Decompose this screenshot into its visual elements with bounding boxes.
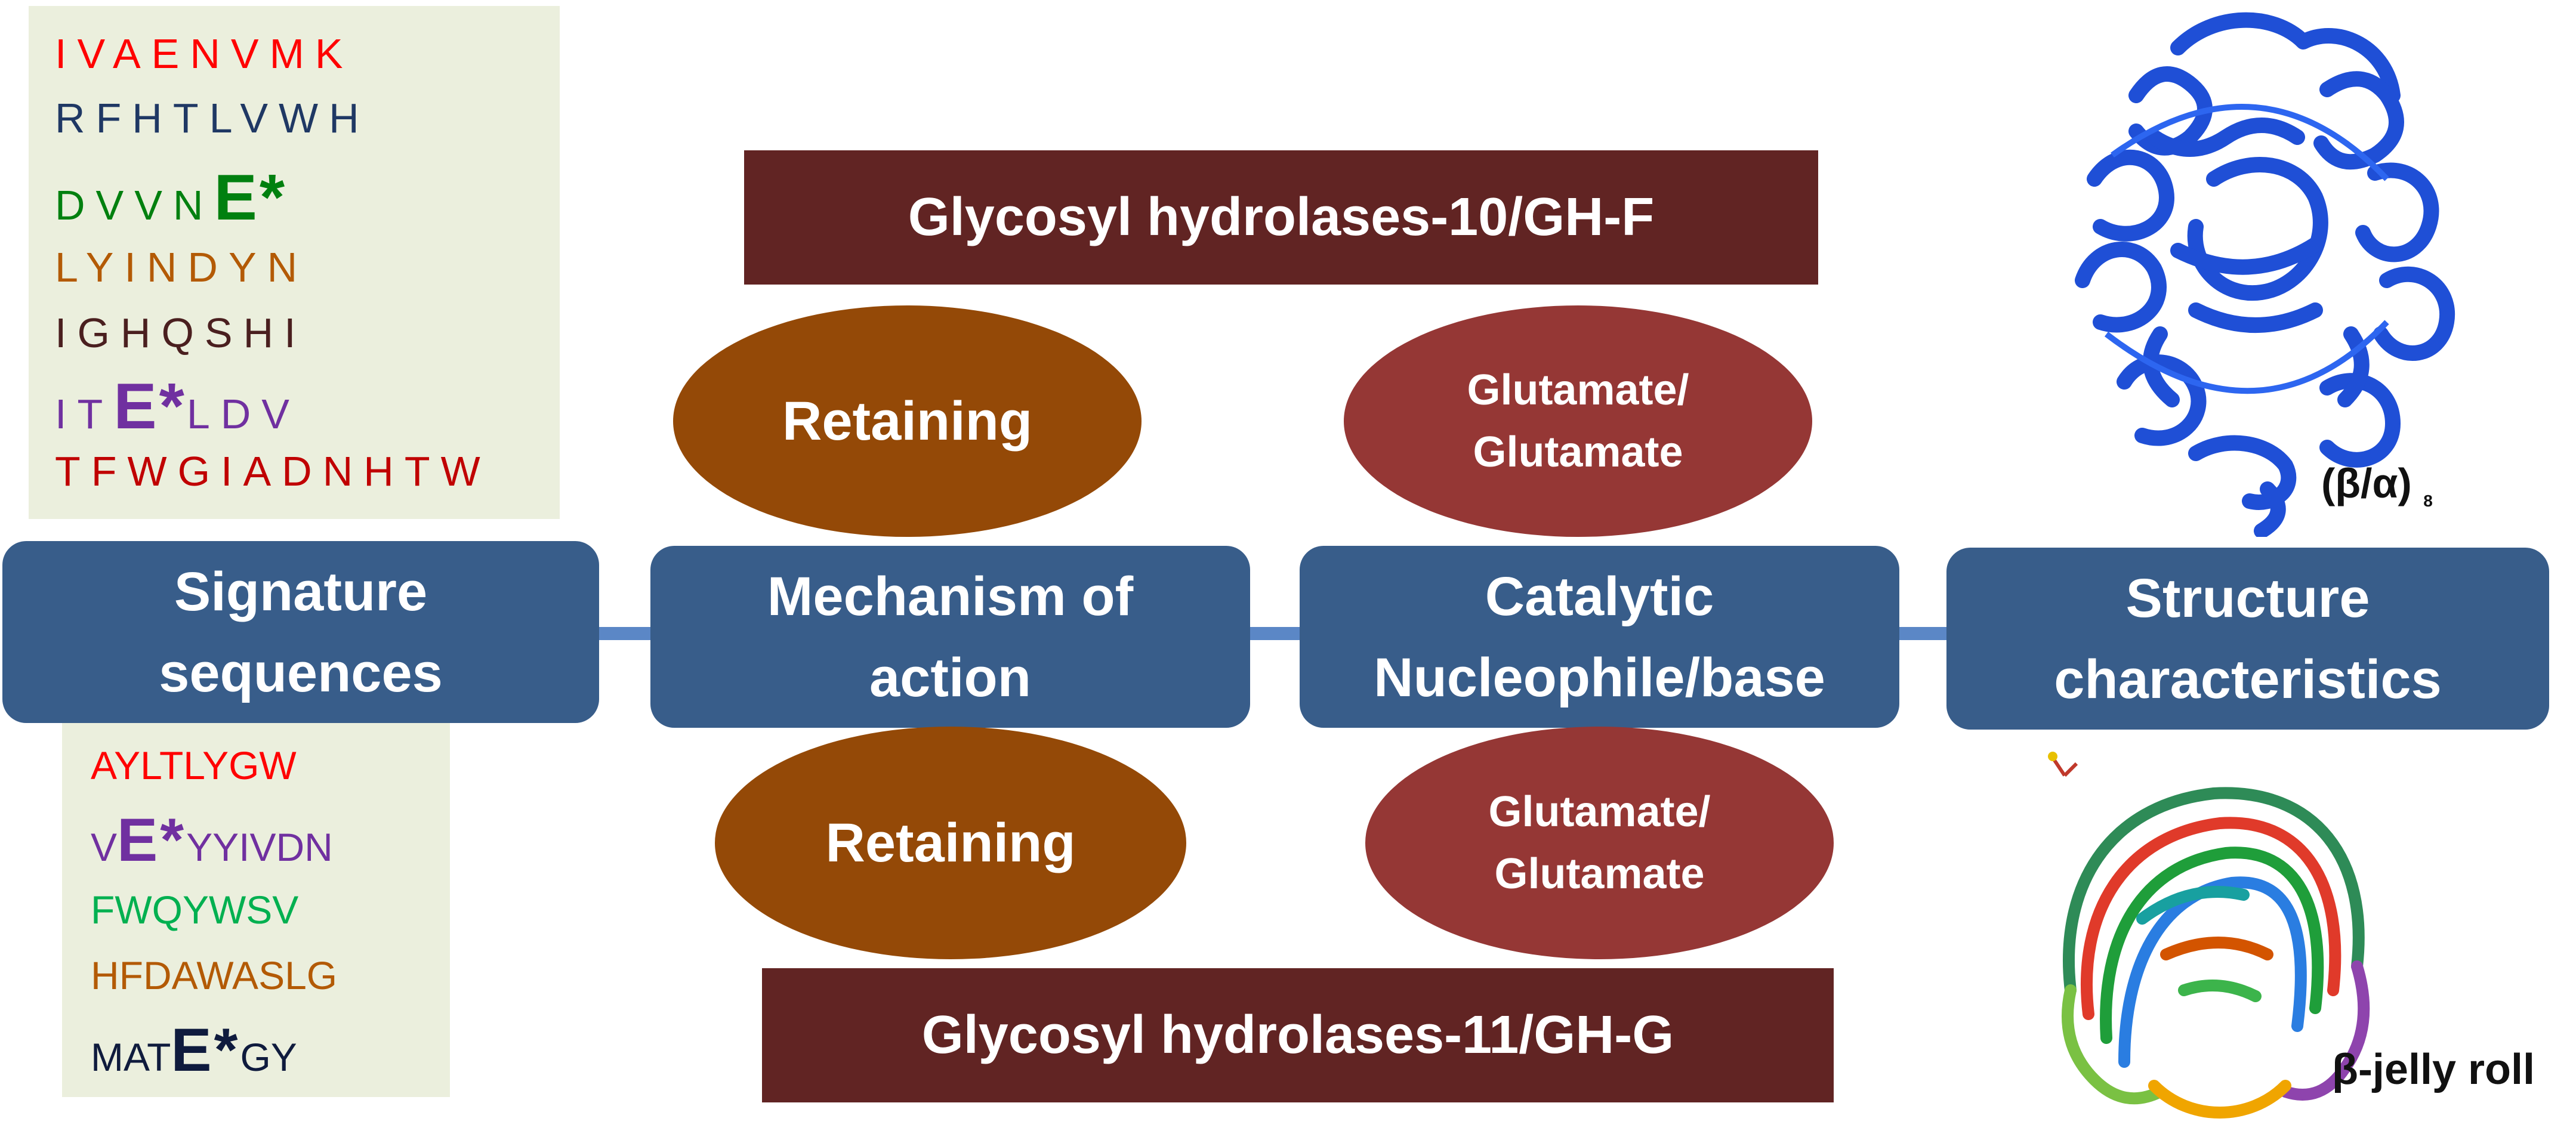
sequence-line: FWQYWSV bbox=[91, 887, 298, 932]
sequence-text: GY bbox=[240, 1035, 297, 1079]
structure-label-text: β-jelly roll bbox=[2332, 1046, 2535, 1093]
nucleophile-ellipse-top: Glutamate/ Glutamate bbox=[1344, 305, 1812, 537]
sequence-line: ITE*LDV bbox=[55, 369, 300, 443]
sequence-line: DVVNE* bbox=[55, 160, 287, 234]
signature-sequences-top-panel: IVAENVMK RFHTLVWH DVVNE* LYINDYN IGHQSHI… bbox=[29, 6, 560, 519]
category-mechanism-of-action: Mechanism of action bbox=[650, 546, 1250, 728]
nucleophile-label-line1: Glutamate/ bbox=[1467, 366, 1689, 414]
sequence-text: DVVN bbox=[55, 182, 214, 228]
sequence-line: RFHTLVWH bbox=[55, 94, 370, 142]
category-label-line1: Signature bbox=[174, 561, 428, 622]
sequence-text: IT bbox=[55, 391, 114, 437]
sequence-line: VE*YYIVDN bbox=[91, 805, 333, 875]
catalytic-glutamate-mark: E* bbox=[214, 161, 288, 233]
banner-gh10: Glycosyl hydrolases-10/GH-F bbox=[744, 150, 1818, 285]
structure-label-subscript: 8 bbox=[2423, 492, 2433, 510]
category-label-line2: action bbox=[869, 647, 1031, 708]
structure-label-tim-barrel: (β/α) 8 bbox=[2321, 459, 2433, 511]
banner-gh10-label: Glycosyl hydrolases-10/GH-F bbox=[908, 187, 1655, 247]
category-signature-sequences: Signature sequences bbox=[2, 541, 599, 723]
signature-sequences-bottom-panel: AYLTLYGW VE*YYIVDN FWQYWSV HFDAWASLG MAT… bbox=[62, 720, 450, 1097]
mechanism-ellipse-bottom: Retaining bbox=[715, 727, 1186, 959]
category-label-line2: sequences bbox=[159, 642, 443, 703]
catalytic-glutamate-mark: E* bbox=[171, 1015, 240, 1084]
sequence-text: YYIVDN bbox=[186, 825, 333, 869]
sequence-text: RFHTLVWH bbox=[55, 95, 370, 141]
jelly-roll-structure-image bbox=[2048, 752, 2370, 1119]
mechanism-ellipse-top: Retaining bbox=[673, 305, 1142, 537]
banner-gh11: Glycosyl hydrolases-11/GH-G bbox=[762, 968, 1834, 1102]
sequence-text: MAT bbox=[91, 1035, 171, 1079]
mechanism-label: Retaining bbox=[825, 812, 1076, 873]
sequence-line: HFDAWASLG bbox=[91, 953, 337, 998]
nucleophile-label-line1: Glutamate/ bbox=[1488, 788, 1711, 836]
tim-barrel-structure-image bbox=[2075, 12, 2455, 537]
banner-gh11-label: Glycosyl hydrolases-11/GH-G bbox=[921, 1005, 1674, 1065]
sequence-text: LDV bbox=[186, 391, 300, 437]
sequence-text: FWQYWSV bbox=[91, 888, 299, 932]
sequence-line: MATE*GY bbox=[91, 1015, 297, 1085]
sequence-text: HFDAWASLG bbox=[91, 953, 338, 997]
category-label-line2: Nucleophile/base bbox=[1374, 647, 1825, 708]
nucleophile-label-line2: Glutamate bbox=[1473, 428, 1683, 476]
sequence-line: IVAENVMK bbox=[55, 30, 354, 78]
sequence-text: TFWGIADNHTW bbox=[55, 448, 491, 495]
category-label-line1: Mechanism of bbox=[767, 566, 1134, 627]
structure-label-jelly-roll: β-jelly roll bbox=[2332, 1045, 2535, 1094]
category-label-line2: characteristics bbox=[2054, 648, 2442, 710]
nucleophile-ellipse-bottom: Glutamate/ Glutamate bbox=[1365, 727, 1834, 959]
catalytic-glutamate-mark: E* bbox=[113, 370, 187, 442]
category-label-line1: Catalytic bbox=[1485, 566, 1714, 627]
sequence-text: V bbox=[91, 825, 118, 869]
mechanism-label: Retaining bbox=[782, 390, 1033, 452]
nucleophile-label-line2: Glutamate bbox=[1494, 850, 1705, 898]
sequence-line: IGHQSHI bbox=[55, 309, 307, 357]
sequence-line: LYINDYN bbox=[55, 243, 308, 291]
sequence-line: AYLTLYGW bbox=[91, 743, 297, 788]
category-label-line1: Structure bbox=[2125, 567, 2370, 629]
catalytic-glutamate-mark: E* bbox=[117, 805, 187, 874]
category-structure-characteristics: Structure characteristics bbox=[1946, 548, 2549, 730]
sequence-text: AYLTLYGW bbox=[91, 743, 297, 787]
structure-label-text: (β/α) bbox=[2321, 460, 2412, 506]
sequence-text: IVAENVMK bbox=[55, 30, 354, 77]
sequence-text: IGHQSHI bbox=[55, 310, 307, 356]
sequence-line: TFWGIADNHTW bbox=[55, 447, 491, 495]
sequence-text: LYINDYN bbox=[55, 244, 308, 291]
category-catalytic-nucleophile: Catalytic Nucleophile/base bbox=[1300, 546, 1899, 728]
